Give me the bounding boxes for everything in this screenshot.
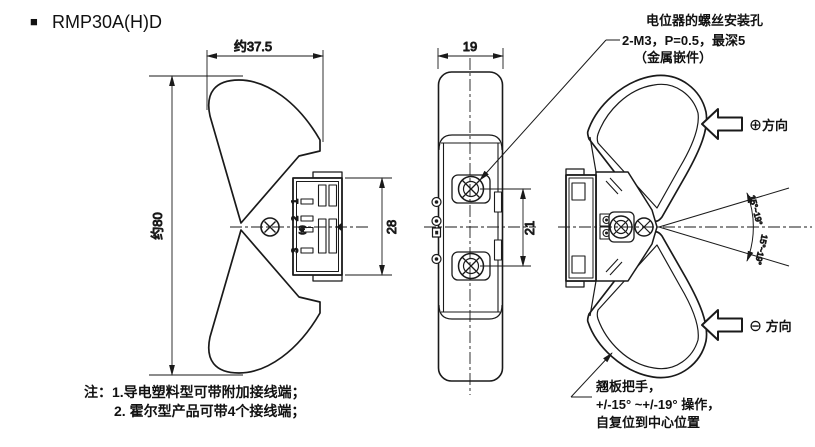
right-view-bottom-wing-inner bbox=[596, 244, 699, 370]
screw-note-line2: 2-M3，P=0.5，最深5 bbox=[622, 33, 745, 48]
bottom-note-line2: 2. 霍尔型产品可带4个接线端； bbox=[114, 403, 305, 420]
dim-screw-pitch-label: 21 bbox=[522, 221, 537, 235]
direction-label-positive: ⊕方向 bbox=[749, 118, 788, 133]
right-view: 15°~19° 15°~19° bbox=[558, 74, 812, 379]
direction-label-negative: ⊖ 方向 bbox=[749, 319, 792, 334]
left-view: 1 2 (4) 3 约37.5 约80 28 bbox=[149, 39, 400, 376]
dim-body-width-label: 19 bbox=[463, 39, 477, 54]
mounting-screw-bottom-icon bbox=[457, 252, 485, 280]
dim-overall-height-label: 约80 bbox=[150, 212, 165, 239]
title-bullet-icon: ■ bbox=[30, 14, 38, 29]
page-title: RMP30A(H)D bbox=[52, 12, 162, 32]
side-view: 19 21 bbox=[424, 39, 538, 395]
left-view-top-wing bbox=[207, 79, 321, 224]
side-view-body bbox=[437, 71, 504, 382]
dim-connector-height bbox=[345, 177, 392, 276]
bottom-note-line1: 1.导电塑料型可带附加接线端； bbox=[112, 384, 306, 401]
terminal-label-4: (4) bbox=[298, 225, 307, 235]
angle-fan bbox=[658, 187, 790, 267]
direction-arrow-positive-icon bbox=[701, 108, 743, 140]
mounting-screw-top-icon bbox=[457, 175, 485, 203]
screw-note-line1: 电位器的螺丝安装孔 bbox=[646, 13, 763, 28]
side-terminals bbox=[431, 196, 442, 265]
left-view-connector bbox=[292, 171, 343, 282]
dim-screw-pitch bbox=[480, 188, 531, 267]
mounting-plate bbox=[442, 142, 499, 313]
dim-connector-height-label: 28 bbox=[384, 220, 399, 234]
right-view-top-wing-inner bbox=[596, 83, 699, 209]
rocker-note-line3: 自复位到中心位置 bbox=[596, 415, 700, 430]
dim-overall-width bbox=[206, 50, 324, 142]
rocker-note-leader bbox=[570, 352, 613, 398]
terminal-label-1: 1 bbox=[290, 198, 301, 204]
angle-label-lower: 15°~19° bbox=[753, 234, 770, 266]
dim-body-width bbox=[437, 48, 504, 69]
dim-overall-width-label: 约37.5 bbox=[234, 39, 272, 54]
right-view-bottom-wing bbox=[586, 230, 708, 379]
rocker-note-line2: +/-15° ~+/-19° 操作， bbox=[596, 397, 720, 412]
rocker-note-line1: 翘板把手， bbox=[595, 379, 661, 394]
direction-arrow-negative-icon bbox=[701, 309, 743, 341]
right-view-connector bbox=[565, 168, 597, 288]
bottom-note-label: 注： bbox=[84, 384, 112, 400]
terminal-label-3: 3 bbox=[290, 248, 301, 253]
angle-label-upper: 15°~19° bbox=[747, 194, 765, 226]
dim-overall-height bbox=[149, 75, 243, 376]
screw-note-leader bbox=[479, 39, 607, 181]
terminal-label-2: 2 bbox=[290, 216, 301, 221]
left-view-bottom-wing bbox=[207, 229, 321, 374]
screw-note-line3: （金属嵌件） bbox=[634, 50, 712, 65]
right-view-top-wing bbox=[586, 74, 708, 223]
